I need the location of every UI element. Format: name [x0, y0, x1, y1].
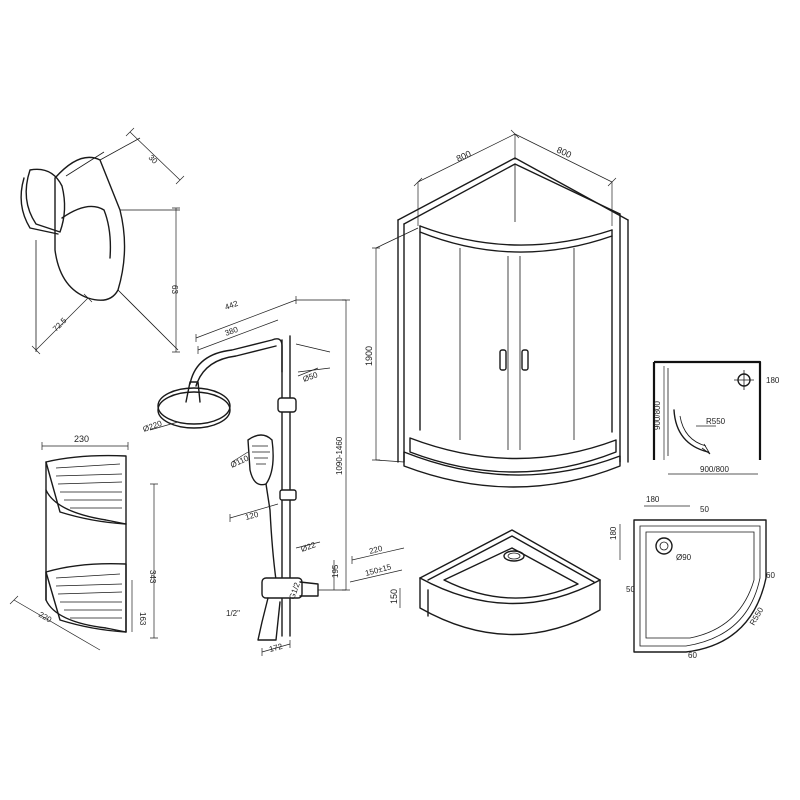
enclosure-height-label: 1900 [364, 346, 374, 366]
plan-radius-label: R550 [706, 417, 726, 426]
shower-system-drawing: 442 380 Ø220 Ø110 Ø50 120 1090-1460 220 … [142, 296, 405, 656]
enclosure-left-width-label: 800 [455, 149, 473, 164]
tray-plan-top-label: 180 [646, 495, 660, 504]
soap-depth-label: 30 [147, 153, 160, 166]
tray-height-label: 150 [389, 589, 399, 604]
height-range-label: 1090-1460 [335, 436, 344, 475]
corner-shelf-drawing: 230 343 163 220 [9, 434, 158, 651]
inlet-size-label: 1/2" [226, 609, 240, 618]
holder-offset-label: 120 [244, 510, 260, 522]
enclosure-right-width-label: 800 [555, 145, 573, 160]
tray-plan-right-label: 60 [766, 571, 775, 580]
spout-length-label: 172 [268, 642, 284, 654]
mixer-gap-label: Ø22 [300, 540, 318, 554]
soap-holder-drawing: 30 63 72.5 [20, 127, 185, 355]
tray-plan-drain-label: Ø90 [676, 553, 692, 562]
shelf-depth-label: 220 [37, 610, 54, 625]
hand-shower-diameter-label: Ø110 [229, 453, 251, 469]
plan-bottom-label: 900/800 [700, 465, 729, 474]
arm-total-label: 442 [224, 299, 240, 312]
shelf-tier-label: 163 [138, 612, 147, 626]
shower-tray-drawing: 150 [389, 529, 601, 636]
shelf-width-label: 230 [74, 434, 89, 444]
wall-offset-label: 220 [368, 544, 384, 556]
tray-plan-left-label: 180 [609, 526, 618, 540]
tray-plan-top-right-label: 50 [700, 505, 709, 514]
mixer-height-label: 195 [331, 564, 340, 578]
soap-width-label: 72.5 [51, 316, 69, 334]
plan-view-drawing: 180 900/800 900/800 R550 [652, 360, 780, 475]
head-diameter-label: Ø220 [142, 419, 164, 434]
tray-plan-drawing: 180 50 180 Ø90 60 50 R550 60 [609, 495, 775, 660]
tray-plan-left-mid-label: 50 [626, 585, 635, 594]
plan-side-label: 900/800 [653, 401, 662, 430]
shower-enclosure-drawing: 800 800 1900 [364, 129, 629, 488]
arm-offset-label: Ø50 [302, 370, 320, 384]
shelf-height-label: 343 [148, 570, 157, 584]
tray-plan-bottom-label: 60 [688, 651, 697, 660]
tray-plan-radius-label: R550 [748, 605, 766, 627]
soap-height-label: 63 [170, 285, 179, 294]
plan-drain-label: 180 [766, 376, 780, 385]
arm-inner-label: 380 [224, 325, 240, 338]
